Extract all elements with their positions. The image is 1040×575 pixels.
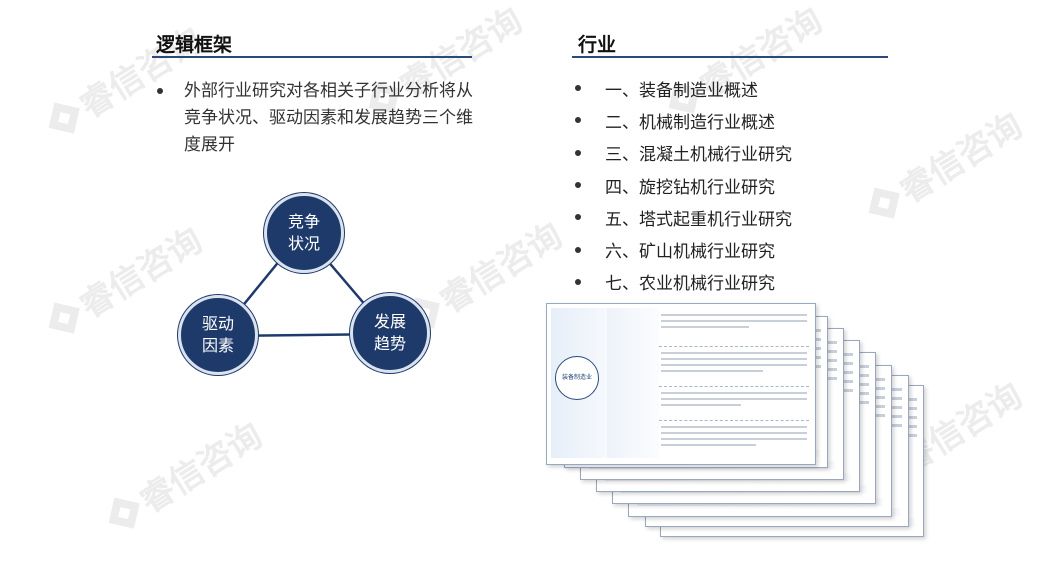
list-item[interactable]: 一、装备制造业概述 <box>575 72 792 104</box>
logic-framework-title: 逻辑框架 <box>156 34 233 56</box>
industry-list: 一、装备制造业概述 二、机械制造行业概述 三、混凝土机械行业研究 四、旋挖钻机行… <box>575 72 792 298</box>
node-drivers: 驱动因素 <box>178 295 258 375</box>
bullet-dot <box>575 278 581 285</box>
bullet-dot <box>157 88 163 94</box>
node-trends: 发展趋势 <box>350 293 430 373</box>
bullet-dot <box>575 214 581 221</box>
bullet-dot <box>575 149 581 156</box>
framework-description: 外部行业研究对各相关子行业分析将从竞争状况、驱动因素和发展趋势三个维度展开 <box>184 81 473 155</box>
list-item[interactable]: 二、机械制造行业概述 <box>575 104 792 136</box>
list-item[interactable]: 三、混凝土机械行业研究 <box>575 137 792 169</box>
list-item[interactable]: 六、矿山机械行业研究 <box>575 233 792 265</box>
industry-rule <box>572 56 888 58</box>
list-item[interactable]: 七、农业机械行业研究 <box>575 266 792 298</box>
thumbnail-hub: 装备制造业 <box>555 356 599 400</box>
bullet-dot <box>575 246 581 253</box>
slide-thumbnail-front[interactable]: 装备制造业 <box>546 303 816 465</box>
list-item[interactable]: 四、旋挖钻机行业研究 <box>575 169 792 201</box>
logic-framework-rule <box>152 56 472 58</box>
bullet-dot <box>575 117 581 124</box>
node-competition: 竞争状况 <box>264 193 344 273</box>
bullet-dot <box>575 182 581 189</box>
bullet-dot <box>575 85 581 92</box>
list-item[interactable]: 五、塔式起重机行业研究 <box>575 201 792 233</box>
industry-title: 行业 <box>578 34 617 56</box>
